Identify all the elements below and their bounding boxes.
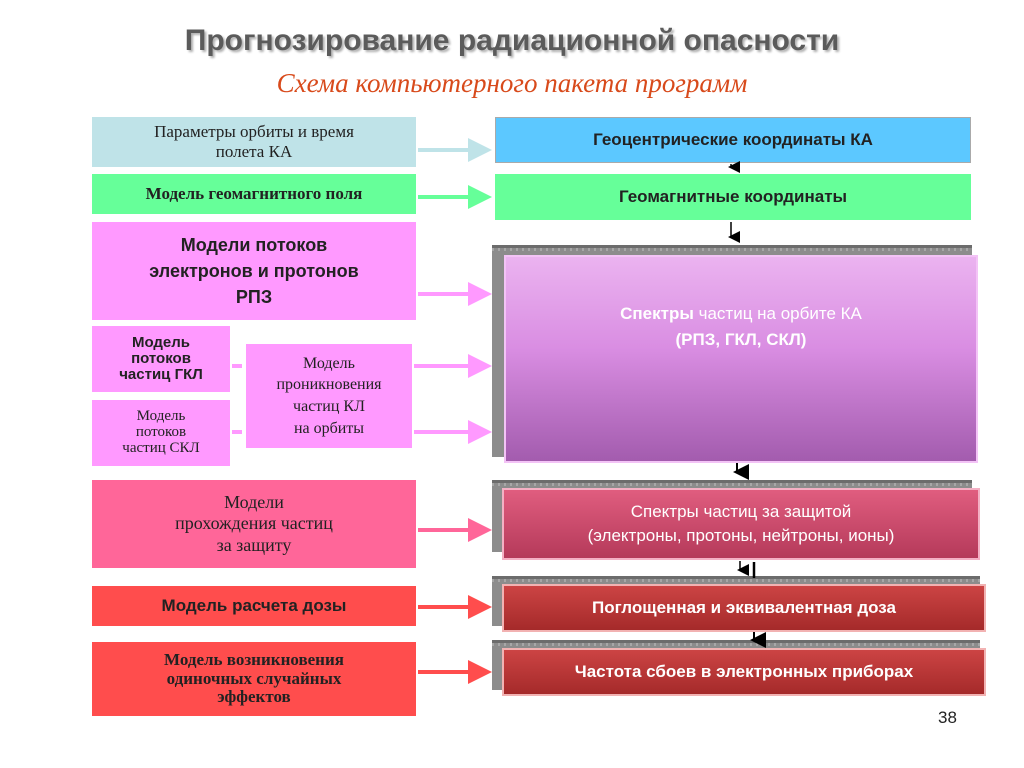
- penetration-line2: проникновения: [276, 376, 382, 394]
- spectra-rest: частиц на орбите КА: [693, 304, 862, 323]
- see-model-line2: одиночных случайных: [166, 668, 342, 688]
- geomag-coords-label: Геомагнитные координаты: [618, 187, 848, 207]
- shield-spectra-line1: Спектры частиц за защитой: [630, 502, 852, 522]
- shield-model-line3: за защиту: [216, 534, 292, 555]
- penetration-line3: частиц КЛ: [293, 398, 365, 415]
- dose-calc-model-label: Модель расчета дозы: [161, 596, 347, 616]
- spectra-line2: (РПЗ, ГКЛ, СКЛ): [675, 330, 807, 350]
- failure-rate-label: Частота сбоев в электронных приборах: [574, 662, 914, 682]
- page-number: 38: [938, 708, 957, 727]
- cr-penetration-model-box: Модель проникновения частиц КЛ на орбиты: [246, 344, 412, 448]
- geocentric-coords-label: Геоцентрические координаты КА: [593, 130, 873, 150]
- see-model-line1: Модель возникновения: [164, 649, 344, 669]
- gcr-model-line1: Модель: [131, 334, 191, 352]
- flux-models-line3: РПЗ: [235, 287, 273, 308]
- flux-models-line1: Модели потоков: [180, 234, 328, 255]
- flux-models-line2: электронов и протонов: [149, 260, 359, 281]
- geomag-field-model-label: Модель геомагнитного поля: [145, 184, 363, 204]
- gcr-model-line2: потоков: [131, 350, 191, 368]
- shield-spectra-box: Спектры частиц за защитой (электроны, про…: [502, 488, 980, 560]
- failure-rate-box: Частота сбоев в электронных приборах: [502, 648, 986, 696]
- shield-spectra-line2: (электроны, протоны, нейтроны, ионы): [587, 526, 895, 545]
- shield-model-line1: Модели: [224, 491, 284, 512]
- spectra-bold-word: Спектры: [620, 304, 694, 323]
- absorbed-dose-label: Поглощенная и эквивалентная доза: [592, 598, 896, 618]
- scr-model-line3: частиц СКЛ: [122, 439, 200, 456]
- geomag-coords-box: Геомагнитные координаты: [495, 174, 971, 220]
- orbit-params-line2: полета КА: [215, 142, 293, 161]
- penetration-line1: Модель: [303, 354, 355, 372]
- geocentric-coords-box: Геоцентрические координаты КА: [495, 117, 971, 163]
- scr-model-line1: Модель: [136, 408, 186, 425]
- slide-title: Прогнозирование радиационной опасности: [184, 24, 840, 57]
- scr-model-line2: потоков: [135, 424, 187, 441]
- slide-subtitle: Схема компьютерного пакета программ: [276, 68, 748, 98]
- geomag-field-model-box: Модель геомагнитного поля: [92, 174, 416, 214]
- penetration-line4: на орбиты: [293, 419, 365, 437]
- orbit-spectra-box: Спектры частиц на орбите КА (РПЗ, ГКЛ, С…: [504, 255, 978, 463]
- gcr-model-line3: частиц ГКЛ: [119, 365, 203, 383]
- see-model-line3: эффектов: [217, 687, 291, 707]
- dose-calc-model-box: Модель расчета дозы: [92, 586, 416, 626]
- shield-model-line2: прохождения частиц: [175, 513, 333, 534]
- orbit-params-line1: Параметры орбиты и время: [154, 122, 354, 142]
- absorbed-dose-box: Поглощенная и эквивалентная доза: [502, 584, 986, 632]
